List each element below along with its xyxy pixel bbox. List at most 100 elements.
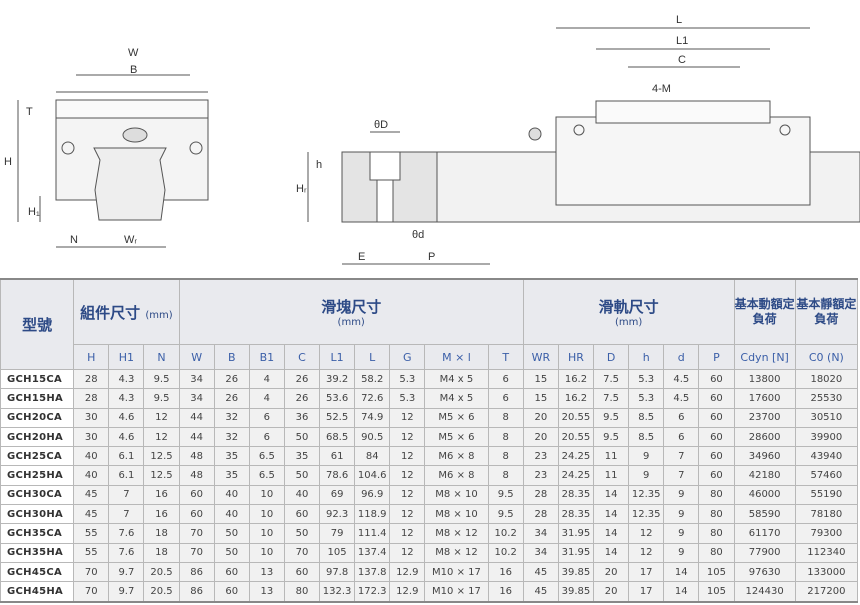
value-cell: 12 bbox=[628, 542, 665, 563]
model-cell: GCH20HA bbox=[0, 426, 75, 448]
value-cell: 60 bbox=[698, 388, 735, 409]
column-header: N bbox=[143, 344, 180, 370]
value-cell: 4.6 bbox=[108, 407, 145, 428]
value-cell: 60 bbox=[283, 561, 321, 583]
value-cell: 50 bbox=[283, 523, 321, 544]
value-cell: 28 bbox=[522, 504, 559, 525]
value-cell: 11 bbox=[593, 446, 630, 467]
value-cell: 13800 bbox=[733, 368, 796, 390]
value-cell: 31.95 bbox=[557, 542, 595, 563]
value-cell: 12.35 bbox=[628, 504, 665, 525]
model-cell: GCH35HA bbox=[0, 542, 75, 563]
value-cell: 12 bbox=[628, 523, 665, 544]
value-cell: 28 bbox=[522, 484, 559, 506]
value-cell: 9 bbox=[628, 446, 665, 467]
value-cell: 7.6 bbox=[108, 542, 145, 563]
group-header-assembly: 組件尺寸 (mm) bbox=[73, 278, 180, 345]
column-header: WR bbox=[522, 344, 559, 370]
value-cell: 34 bbox=[522, 542, 559, 563]
value-cell: 30510 bbox=[794, 407, 859, 428]
value-cell: 42180 bbox=[733, 465, 796, 486]
value-cell: 14 bbox=[593, 484, 630, 506]
value-cell: 50 bbox=[283, 465, 321, 486]
value-cell: 30 bbox=[73, 407, 110, 428]
value-cell: 12 bbox=[389, 523, 426, 544]
value-cell: 105 bbox=[698, 581, 735, 603]
value-cell: 12 bbox=[389, 504, 426, 525]
value-cell: 28.35 bbox=[557, 484, 595, 506]
group-unit: (mm) bbox=[337, 317, 365, 328]
value-cell: 9.7 bbox=[108, 561, 145, 583]
value-cell: 11 bbox=[593, 465, 630, 486]
value-cell: 20.5 bbox=[143, 581, 180, 603]
value-cell: 9.5 bbox=[487, 504, 524, 525]
model-cell: GCH45CA bbox=[0, 561, 75, 583]
column-header: D bbox=[593, 344, 630, 370]
column-header: d bbox=[663, 344, 700, 370]
value-cell: 80 bbox=[698, 523, 735, 544]
dim-label-theta-D: θD bbox=[374, 119, 388, 131]
value-cell: 60 bbox=[178, 504, 215, 525]
value-cell: 84 bbox=[354, 446, 391, 467]
dim-label-P: P bbox=[428, 251, 435, 263]
value-cell: 20 bbox=[593, 561, 630, 583]
value-cell: 16 bbox=[143, 504, 180, 525]
group-header-rail: 滑軌尺寸(mm) bbox=[522, 278, 735, 345]
value-cell: 6.1 bbox=[108, 446, 145, 467]
dim-label-HR: Hᵣ bbox=[296, 183, 307, 195]
value-cell: 4.3 bbox=[108, 368, 145, 390]
column-header: HR bbox=[557, 344, 595, 370]
model-cell: GCH35CA bbox=[0, 523, 75, 544]
group-unit: (mm) bbox=[615, 317, 643, 328]
value-cell: 6.5 bbox=[248, 465, 285, 486]
front-view-drawing bbox=[17, 74, 209, 248]
value-cell: 6 bbox=[663, 407, 700, 428]
value-cell: 25530 bbox=[794, 388, 859, 409]
dim-label-L1: L1 bbox=[676, 35, 688, 47]
dim-label-B: B bbox=[130, 64, 137, 76]
value-cell: 133000 bbox=[794, 561, 859, 583]
value-cell: 20 bbox=[593, 581, 630, 603]
value-cell: 4.3 bbox=[108, 388, 145, 409]
value-cell: 52.5 bbox=[319, 407, 356, 428]
model-cell: GCH30CA bbox=[0, 484, 75, 506]
value-cell: 20.55 bbox=[557, 407, 595, 428]
column-header: H bbox=[73, 344, 110, 370]
value-cell: 105 bbox=[319, 542, 356, 563]
value-cell: 4.5 bbox=[663, 368, 700, 390]
column-header: h bbox=[628, 344, 665, 370]
value-cell: 28 bbox=[73, 368, 110, 390]
column-header: Cdyn [N] bbox=[733, 344, 796, 370]
value-cell: 39.85 bbox=[557, 581, 595, 603]
value-cell: 16.2 bbox=[557, 368, 595, 390]
value-cell: 6 bbox=[487, 368, 524, 390]
value-cell: 12 bbox=[389, 465, 426, 486]
group-header-block: 滑塊尺寸(mm) bbox=[178, 278, 524, 345]
value-cell: 12 bbox=[389, 484, 426, 506]
value-cell: 90.5 bbox=[354, 426, 391, 448]
value-cell: M6 × 8 bbox=[424, 446, 489, 467]
value-cell: 16 bbox=[487, 581, 524, 603]
value-cell: 7 bbox=[663, 446, 700, 467]
value-cell: M10 × 17 bbox=[424, 581, 489, 603]
value-cell: 24.25 bbox=[557, 446, 595, 467]
value-cell: 86 bbox=[178, 561, 215, 583]
value-cell: 6.5 bbox=[248, 446, 285, 467]
value-cell: 79300 bbox=[794, 523, 859, 544]
value-cell: 96.9 bbox=[354, 484, 391, 506]
value-cell: 97.8 bbox=[319, 561, 356, 583]
value-cell: M8 × 10 bbox=[424, 504, 489, 525]
value-cell: 35 bbox=[283, 446, 321, 467]
value-cell: 18 bbox=[143, 542, 180, 563]
value-cell: 50 bbox=[213, 542, 250, 563]
value-cell: 14 bbox=[593, 523, 630, 544]
value-cell: 10 bbox=[248, 523, 285, 544]
value-cell: 7.6 bbox=[108, 523, 145, 544]
column-header: W bbox=[178, 344, 215, 370]
group-header-static-load: 基本靜額定負荷 bbox=[794, 278, 859, 345]
value-cell: 70 bbox=[178, 523, 215, 544]
